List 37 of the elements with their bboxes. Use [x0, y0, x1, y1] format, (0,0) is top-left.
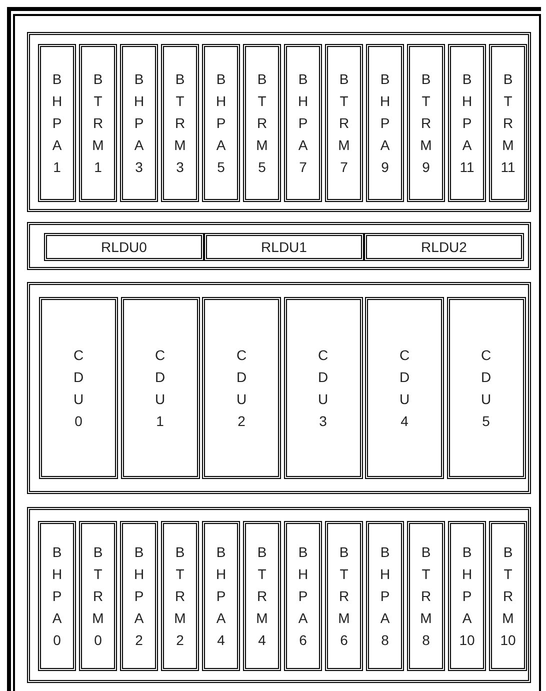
module-card: B H P A 1 [38, 44, 76, 202]
module-card: RLDU1 [204, 233, 364, 261]
module-card: C D U 0 [39, 297, 118, 479]
shelf-panel [27, 282, 531, 494]
module-card: B H P A 10 [448, 521, 486, 671]
module-card: B T R M 7 [325, 44, 363, 202]
module-card: B T R M 5 [243, 44, 281, 202]
shelf-panel [27, 507, 531, 683]
module-card: B H P A 3 [120, 44, 158, 202]
module-card: B H P A 6 [284, 521, 322, 671]
shelf-panel [27, 32, 531, 212]
module-card: C D U 1 [120, 297, 200, 479]
module-card: B H P A 11 [448, 44, 486, 202]
module-card: B H P A 8 [366, 521, 404, 671]
module-card: B T R M 6 [325, 521, 363, 671]
module-card: B T R M 8 [407, 521, 445, 671]
module-card: B H P A 5 [202, 44, 240, 202]
module-card: B T R M 11 [489, 44, 527, 202]
module-card: B T R M 0 [79, 521, 117, 671]
module-card: B T R M 3 [161, 44, 199, 202]
module-card: B T R M 2 [161, 521, 199, 671]
module-card: C D U 2 [202, 297, 281, 479]
module-card: B T R M 1 [79, 44, 117, 202]
module-card: RLDU2 [364, 233, 524, 261]
module-card: C D U 5 [446, 297, 526, 479]
module-card: B T R M 9 [407, 44, 445, 202]
shelf-panel [27, 222, 531, 270]
module-card: B T R M 10 [489, 521, 527, 671]
module-card: C D U 4 [365, 297, 444, 479]
module-card: B H P A 0 [38, 521, 76, 671]
module-card: B T R M 4 [243, 521, 281, 671]
module-card: B H P A 7 [284, 44, 322, 202]
module-card: B H P A 4 [202, 521, 240, 671]
module-card: B H P A 9 [366, 44, 404, 202]
module-card: RLDU0 [44, 233, 204, 261]
module-card: C D U 3 [284, 297, 362, 479]
module-card: B H P A 2 [120, 521, 158, 671]
